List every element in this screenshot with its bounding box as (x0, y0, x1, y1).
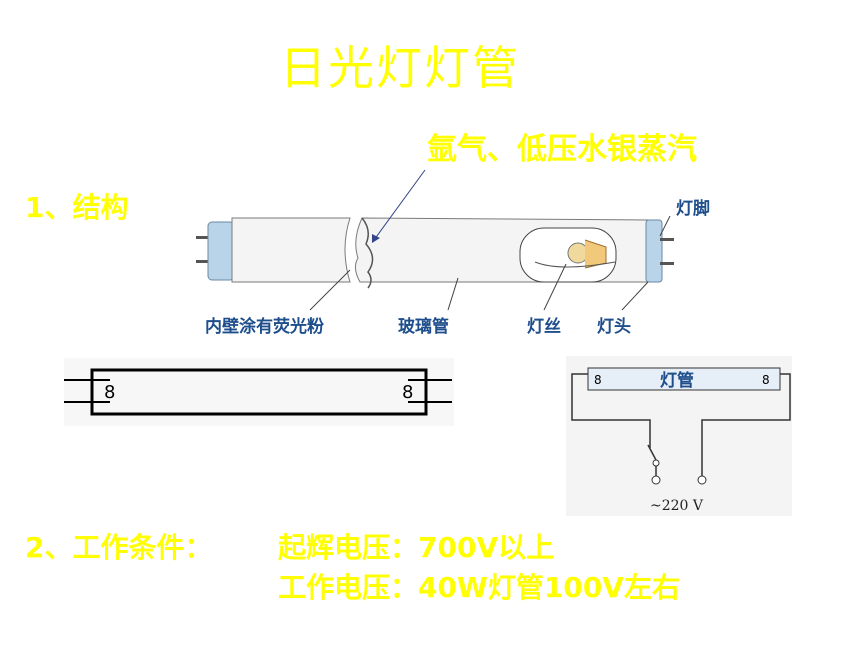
voltage-label: ~220 V (650, 498, 704, 514)
section-structure-heading: 1、结构 (25, 191, 129, 224)
circuit-tube-label: 灯管 (660, 370, 694, 391)
label-coating: 内壁涂有荧光粉 (205, 316, 324, 337)
label-filament: 灯丝 (527, 316, 561, 337)
svg-text:8: 8 (762, 373, 770, 387)
condition-start-voltage: 起辉电压：700V以上 (278, 531, 555, 564)
label-glass: 玻璃管 (398, 316, 449, 337)
right-filament-symbol: 8 (402, 382, 413, 403)
left-pins (196, 236, 210, 263)
label-pin: 灯脚 (676, 198, 710, 219)
circuit-diagram: 8 8 灯管 ~220 V (566, 356, 792, 516)
gas-label: 氩气、低压水银蒸汽 (427, 132, 697, 167)
right-cap (645, 219, 663, 283)
left-tube-segment (231, 217, 351, 283)
left-cap (207, 221, 235, 281)
page-title: 日光灯灯管 (280, 41, 520, 95)
left-filament-symbol: 8 (104, 382, 115, 403)
lead-wires (534, 261, 616, 268)
gas-pointer-arrow (373, 169, 426, 241)
label-cap: 灯头 (597, 317, 631, 337)
svg-text:8: 8 (594, 373, 602, 387)
condition-work-voltage: 工作电压：40W灯管100V左右 (278, 571, 680, 604)
section-conditions-heading: 2、工作条件： (25, 531, 213, 564)
coating-edge (361, 217, 374, 289)
tube-illustration (196, 217, 674, 289)
tube-schematic: 8 8 (64, 358, 454, 426)
